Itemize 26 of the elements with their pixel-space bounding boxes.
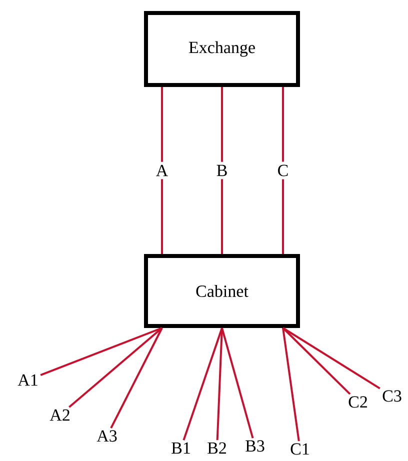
line bbox=[221, 87, 223, 254]
line bbox=[221, 328, 254, 438]
terminal-label: B2 bbox=[208, 442, 226, 454]
line bbox=[282, 327, 380, 390]
terminal-label: C2 bbox=[348, 396, 367, 408]
edge-label: C bbox=[274, 162, 292, 180]
terminal-label: C1 bbox=[290, 443, 309, 455]
line bbox=[282, 87, 284, 254]
box: Cabinet bbox=[144, 254, 300, 328]
terminal-label: A2 bbox=[50, 409, 70, 421]
terminal-label: A1 bbox=[18, 374, 38, 386]
edge-label: A bbox=[152, 162, 172, 180]
terminal-label: A3 bbox=[96, 430, 117, 442]
box: Exchange bbox=[144, 11, 300, 87]
line bbox=[110, 328, 163, 429]
edge-label: B bbox=[213, 162, 231, 180]
line bbox=[40, 327, 162, 376]
line bbox=[282, 328, 300, 442]
terminal-label: B3 bbox=[246, 440, 264, 452]
line bbox=[282, 327, 351, 395]
line bbox=[182, 328, 223, 440]
line bbox=[161, 87, 163, 254]
terminal-label: B1 bbox=[172, 442, 190, 454]
line bbox=[216, 328, 223, 440]
line bbox=[68, 327, 163, 408]
terminal-label: C3 bbox=[382, 390, 402, 402]
